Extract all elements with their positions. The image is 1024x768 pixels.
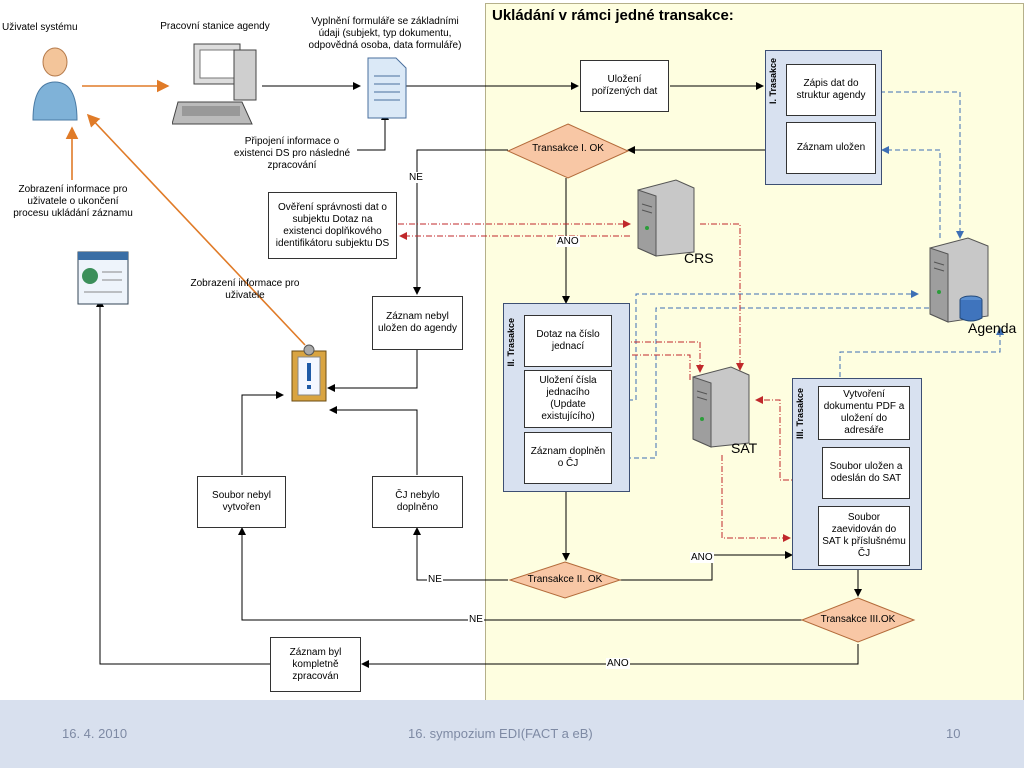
transaction-2-label: II. Trasakce <box>506 318 516 367</box>
edge-label-ano-2: ANO <box>690 552 714 563</box>
not-saved-box: Záznam nebyl uložen do agendy <box>372 296 463 350</box>
t3-item-create: Vytvoření dokumentu PDF a uložení do adr… <box>818 386 910 440</box>
t2-item-query: Dotaz na číslo jednací <box>524 315 612 367</box>
save-data-box: Uložení pořízených dat <box>580 60 669 112</box>
page-number: 10 <box>946 726 961 741</box>
complete-box: Záznam byl kompletně zpracován <box>270 637 361 692</box>
edge-label-ne-3: NE <box>468 614 484 625</box>
display-end-label: Zobrazení informace pro uživatele o ukon… <box>13 184 133 219</box>
footer-date: 16. 4. 2010 <box>62 726 128 741</box>
transaction-1-label: I. Trasakce <box>768 58 778 105</box>
attach-info-label: Připojení informace o existenci DS pro n… <box>233 136 351 171</box>
footer-event: 16. sympozium EDI(FACT a eB) <box>408 726 593 741</box>
computer-icon <box>172 43 257 125</box>
decision-2 <box>508 561 622 599</box>
file-not-created-box: Soubor nebyl vytvořen <box>197 476 286 528</box>
decision-2-label: Transakce II. OK <box>527 574 603 585</box>
browser-window-icon <box>77 251 129 305</box>
sat-label: SAT <box>731 440 758 456</box>
t1-item-write: Zápis dat do struktur agendy <box>786 64 876 116</box>
edge-label-ne-2: NE <box>427 574 443 585</box>
t3-item-sent: Soubor uložen a odeslán do SAT <box>822 447 910 499</box>
clipboard-alert-icon <box>291 344 327 402</box>
decision-3-label: Transakce III.OK <box>820 614 896 625</box>
edge-label-ano-3: ANO <box>606 658 630 669</box>
display-user-label: Zobrazení informace pro uživatele <box>190 278 300 301</box>
t2-item-store: Uložení čísla jednacího (Update existují… <box>524 370 612 428</box>
t1-item-saved: Záznam uložen <box>786 122 876 174</box>
edge-label-ne-1: NE <box>408 172 424 183</box>
verify-subject-box: Ověření správnosti dat o subjektu Dotaz … <box>268 192 397 259</box>
server-icon <box>692 366 750 448</box>
edge-label-ano-1: ANO <box>556 236 580 247</box>
form-document-icon <box>367 57 407 119</box>
crs-label: CRS <box>684 250 714 266</box>
workstation-label: Pracovní stanice agendy <box>160 21 270 32</box>
transaction-3-label: III. Trasakce <box>795 388 805 440</box>
user-label: Uživatel systému <box>2 22 78 33</box>
decision-1-label: Transakce I. OK <box>532 143 604 154</box>
arrow-clipboard-to-user <box>86 113 306 346</box>
agenda-label: Agenda <box>968 320 1017 336</box>
cj-not-added-box: ČJ nebylo doplněno <box>372 476 463 528</box>
database-icon <box>959 295 983 322</box>
server-icon <box>637 179 695 257</box>
t2-item-completed: Záznam doplněn o ČJ <box>524 432 612 484</box>
connector-layer <box>65 79 1004 668</box>
form-fill-label: Vyplnění formuláře se základními údaji (… <box>308 16 462 51</box>
decision-3 <box>800 597 916 643</box>
slide-footer <box>0 700 1024 768</box>
diagram-heading: Ukládání v rámci jedné transakce: <box>492 7 734 24</box>
user-icon <box>32 47 78 121</box>
t3-item-registered: Soubor zaevidován do SAT k příslušnému Č… <box>818 506 910 566</box>
decision-1 <box>506 123 630 179</box>
